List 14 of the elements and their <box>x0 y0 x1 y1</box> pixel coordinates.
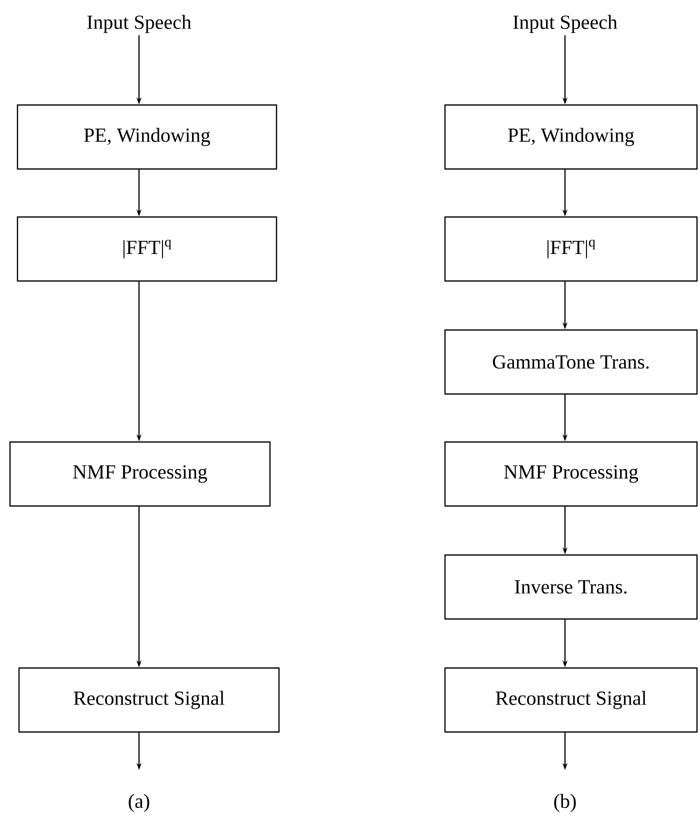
input-label: Input Speech <box>513 14 618 34</box>
process-box: Reconstruct Signal <box>444 667 698 733</box>
process-box: NMF Processing <box>9 441 271 507</box>
process-box: PE, Windowing <box>16 104 278 170</box>
process-box: PE, Windowing <box>444 104 698 170</box>
process-box: |FFT|$^{q}$ <box>444 216 698 282</box>
process-box: GammaTone Trans. <box>444 329 698 395</box>
process-box: |FFT|$^{q}$ <box>16 216 278 282</box>
subfigure-label: (b) <box>554 794 576 812</box>
input-label: Input Speech <box>87 14 192 34</box>
subfigure-label: (a) <box>128 794 150 812</box>
process-box: Inverse Trans. <box>444 554 698 620</box>
process-box: Reconstruct Signal <box>18 667 280 733</box>
process-box: NMF Processing <box>444 441 698 507</box>
